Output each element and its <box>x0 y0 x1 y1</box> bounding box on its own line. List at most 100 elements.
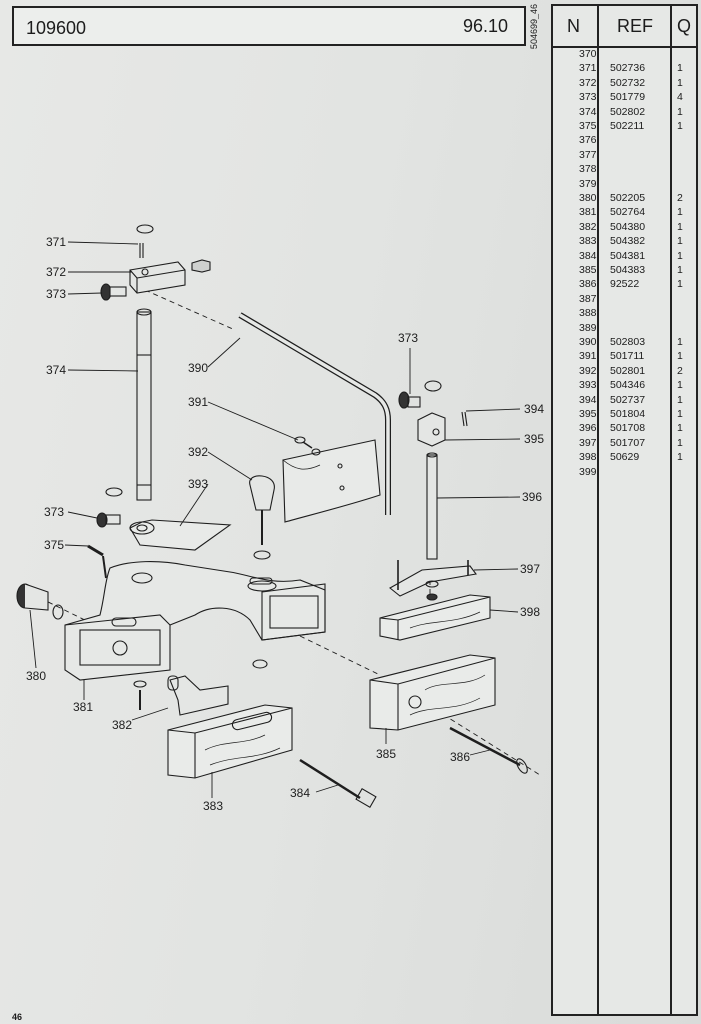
table-row: 380 502205 2 <box>553 192 696 206</box>
part-quantity: 1 <box>677 220 683 233</box>
page-number: 46 <box>12 1012 23 1022</box>
side-reference-code: 504699_46 <box>529 4 539 50</box>
callout-384: 384 <box>290 786 310 800</box>
part-380 <box>16 583 64 620</box>
table-row: 370 <box>553 48 696 62</box>
part-number: 381 <box>579 206 597 219</box>
callout-392: 392 <box>188 445 208 459</box>
table-row: 378 <box>553 163 696 177</box>
catalog-revision: 96.10 <box>462 16 508 36</box>
callout-371: 371 <box>46 235 66 249</box>
part-373-lower <box>96 512 121 528</box>
part-quantity: 1 <box>677 120 683 132</box>
part-reference: 502205 <box>610 192 646 204</box>
part-quantity: 1 <box>677 235 683 248</box>
part-number: 373 <box>579 91 597 104</box>
part-quantity: 2 <box>677 192 683 204</box>
callout-375: 375 <box>44 538 64 552</box>
table-row: 399 <box>553 466 696 480</box>
part-372 <box>129 259 211 294</box>
part-reference: 502803 <box>610 336 646 348</box>
part-383 <box>167 704 293 779</box>
part-number: 383 <box>579 235 597 248</box>
callout-395: 395 <box>524 432 544 446</box>
part-371 <box>136 224 154 258</box>
part-reference: 502764 <box>610 206 646 219</box>
part-number: 396 <box>579 422 597 435</box>
part-number: 397 <box>579 436 597 449</box>
part-390 <box>238 312 391 515</box>
callout-381: 381 <box>73 700 93 714</box>
part-reference: 502732 <box>610 76 646 89</box>
part-reference: 501711 <box>610 350 645 363</box>
part-number: 398 <box>579 451 597 464</box>
part-reference: 501779 <box>610 91 646 104</box>
part-number: 387 <box>579 292 597 305</box>
column-header-n: N <box>567 16 580 36</box>
part-391 <box>282 436 381 523</box>
part-number: 380 <box>579 192 597 204</box>
part-number: 389 <box>579 321 597 334</box>
part-number: 372 <box>579 76 597 89</box>
table-row: 373 501779 4 <box>553 91 696 105</box>
part-number: 395 <box>579 408 597 420</box>
part-reference: 50629 <box>610 451 640 464</box>
assembly-lines <box>39 289 541 776</box>
part-quantity: 1 <box>677 206 683 219</box>
column-header-q: Q <box>677 16 692 36</box>
header-box: 109600 96.10 <box>12 6 526 46</box>
part-reference: 502801 <box>610 364 646 377</box>
part-385 <box>369 654 496 731</box>
part-reference: 504383 <box>610 264 646 276</box>
part-number: 370 <box>579 48 597 60</box>
part-reference: 504380 <box>610 220 646 233</box>
part-394 <box>424 380 468 427</box>
callout-372: 372 <box>46 265 66 279</box>
table-row: 388 <box>553 307 696 321</box>
part-386 <box>449 726 528 774</box>
part-quantity: 1 <box>677 408 683 420</box>
table-row: 385 504383 1 <box>553 264 696 278</box>
part-quantity: 1 <box>677 249 683 262</box>
part-quantity: 1 <box>677 336 683 348</box>
part-number: 399 <box>579 465 597 478</box>
part-quantity: 1 <box>677 278 683 291</box>
part-reference: 504382 <box>610 235 646 248</box>
part-number: 374 <box>579 105 597 118</box>
leader-lines <box>29 241 521 798</box>
table-row: 381 502764 1 <box>553 206 696 220</box>
part-381 <box>64 561 326 681</box>
part-quantity: 4 <box>677 91 683 104</box>
callout-396: 396 <box>522 490 542 504</box>
part-quantity: 1 <box>677 264 683 276</box>
callout-385: 385 <box>376 747 396 761</box>
callout-380: 380 <box>26 669 46 683</box>
part-375 <box>87 544 107 579</box>
catalog-code: 109600 <box>26 18 87 38</box>
part-number: 385 <box>579 264 597 276</box>
table-row: 377 <box>553 149 696 163</box>
callout-391: 391 <box>188 395 208 409</box>
callout-373: 373 <box>46 287 66 301</box>
callout-394: 394 <box>524 402 544 416</box>
part-number: 371 <box>579 62 597 75</box>
table-row: 376 <box>553 134 696 148</box>
part-reference: 501708 <box>610 422 646 435</box>
part-number: 377 <box>579 148 597 161</box>
part-384 <box>299 758 377 808</box>
part-number: 386 <box>579 278 597 291</box>
part-number: 378 <box>579 163 597 176</box>
